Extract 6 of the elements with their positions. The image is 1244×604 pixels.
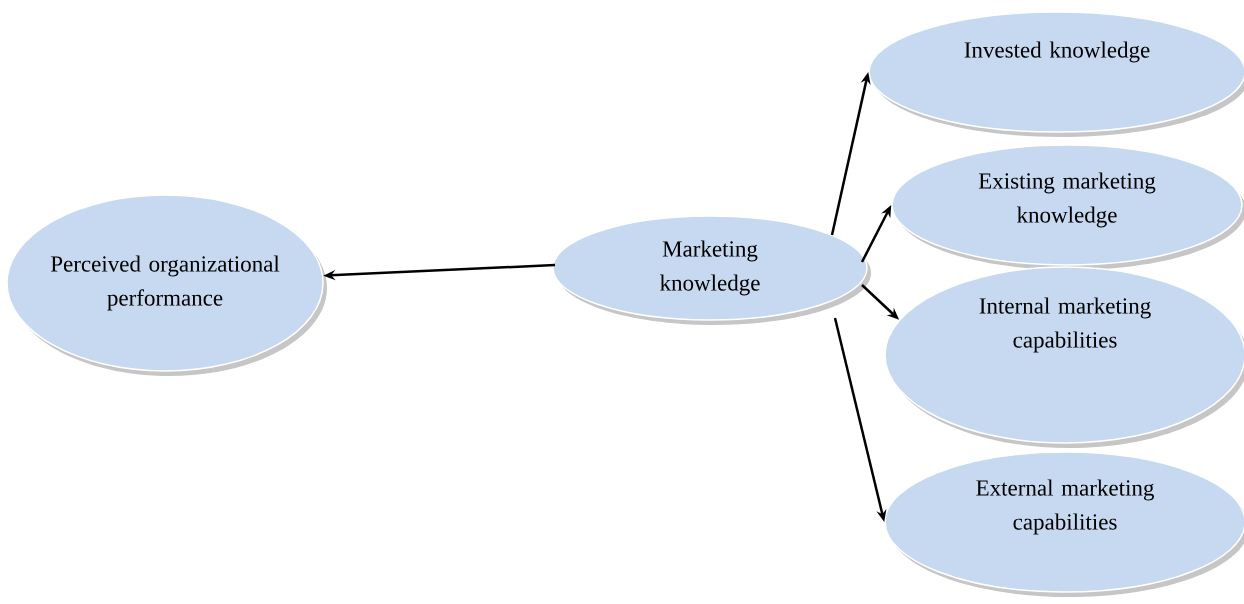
ellipse-node: Internal marketing capabilities <box>884 266 1244 444</box>
ellipse-node: Invested knowledge <box>868 11 1244 133</box>
ellipse-node: Perceived organizational performance <box>6 194 324 372</box>
ellipse-node: Existing marketing knowledge <box>891 144 1243 266</box>
ellipse-node: Marketing knowledge <box>552 215 868 321</box>
ellipse-node: External marketing capabilities <box>884 451 1244 593</box>
